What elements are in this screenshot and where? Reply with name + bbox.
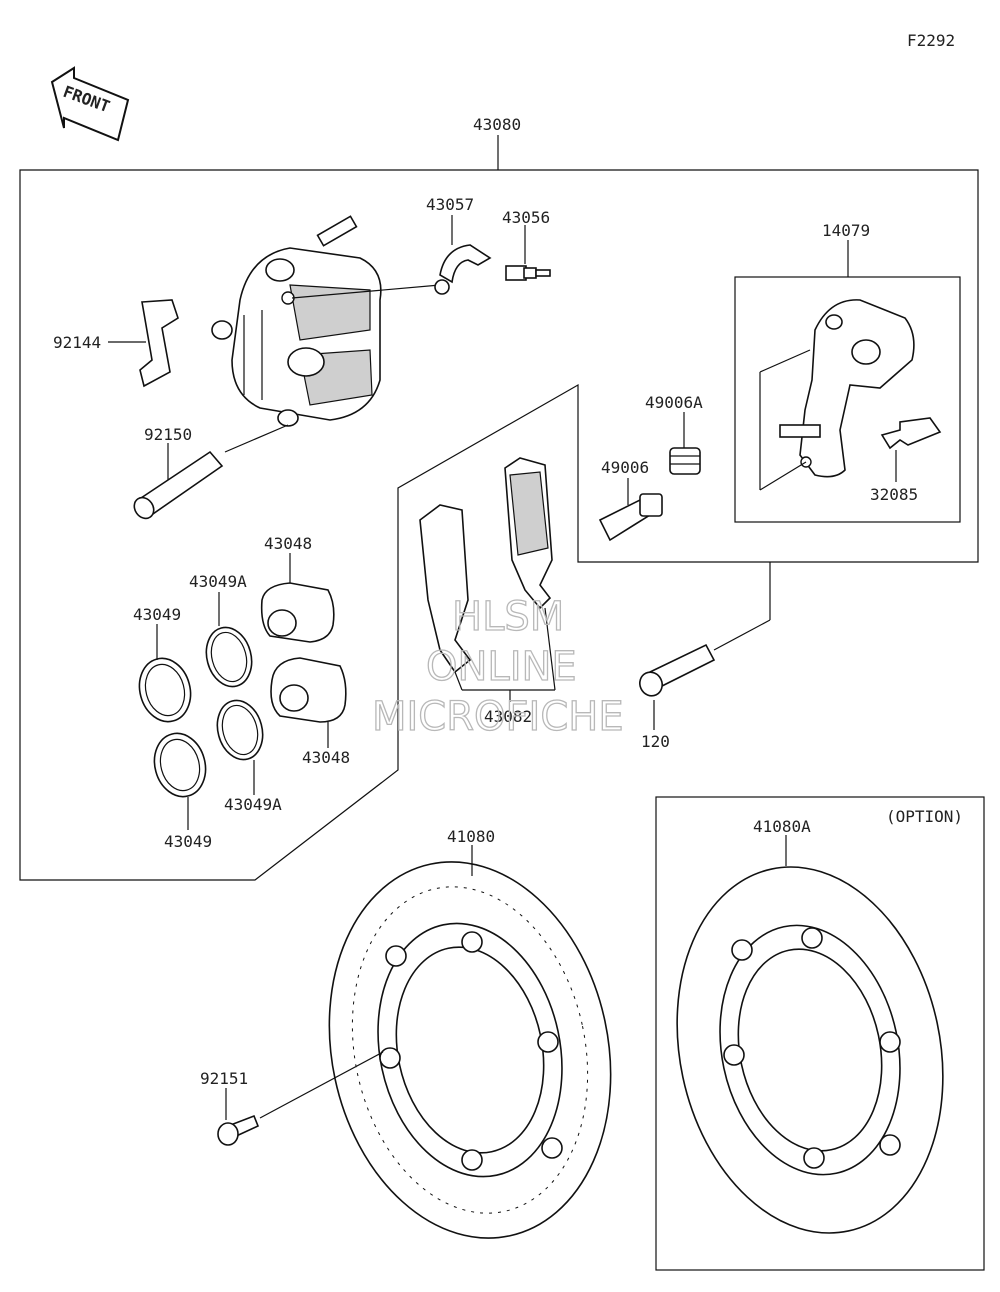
- watermark-line2: ONLINE: [426, 644, 577, 690]
- pad-spring-part: [434, 215, 492, 295]
- boot-small-part: [598, 478, 663, 542]
- front-arrow-icon: FRONT: [50, 66, 130, 142]
- seal-upper-part: [205, 592, 253, 688]
- watermark-line3: MICROFICHE: [372, 694, 624, 740]
- label-32085: 32085: [870, 485, 918, 504]
- label-92150: 92150: [144, 425, 192, 444]
- boot-large-part: [669, 412, 701, 475]
- label-120: 120: [641, 732, 670, 751]
- label-92144: 92144: [53, 333, 101, 352]
- label-43080: 43080: [473, 115, 521, 134]
- pad-set-part: [419, 457, 556, 702]
- label-49006A: 49006A: [645, 393, 703, 412]
- pad-clip-part: [108, 299, 179, 388]
- bracket-frame: [734, 240, 961, 523]
- seal-lower-part: [216, 699, 264, 795]
- label-43056: 43056: [502, 208, 550, 227]
- seal-outer-lower-part: [153, 732, 207, 830]
- caliper-assembly-frame: [19, 135, 979, 881]
- piston-lower-part: [270, 657, 347, 748]
- option-frame: [655, 796, 985, 1271]
- label-43049-lower: 43049: [164, 832, 212, 851]
- label-41080: 41080: [447, 827, 495, 846]
- label-43049A-upper: 43049A: [189, 572, 247, 591]
- plate-spring-part: [880, 417, 942, 482]
- seal-outer-upper-part: [138, 624, 192, 723]
- watermark: HLSM ONLINE MICROFICHE: [371, 593, 624, 740]
- label-43057: 43057: [426, 195, 474, 214]
- label-14079: 14079: [822, 221, 870, 240]
- label-92151: 92151: [200, 1069, 248, 1088]
- bleeder-valve-part: [505, 225, 551, 281]
- watermark-line1: HLSM: [452, 594, 564, 640]
- piston-upper-part: [260, 553, 335, 643]
- label-43049A-lower: 43049A: [224, 795, 282, 814]
- label-43082: 43082: [484, 707, 532, 726]
- label-43049-upper: 43049: [133, 605, 181, 624]
- label-49006: 49006: [601, 458, 649, 477]
- bracket-part: [759, 299, 915, 491]
- figure-code: F2292: [907, 31, 955, 50]
- caliper-body: [211, 215, 382, 427]
- label-41080A: 41080A: [753, 817, 811, 836]
- disc-bolt-part: [217, 1051, 384, 1146]
- label-43048-lower: 43048: [302, 748, 350, 767]
- brake-disc-part: [328, 845, 612, 1239]
- mount-bolt-part: [639, 562, 771, 730]
- label-43048-upper: 43048: [264, 534, 312, 553]
- option-disc-part: [676, 835, 944, 1234]
- option-label: (OPTION): [886, 807, 963, 826]
- pin-part: [133, 443, 224, 520]
